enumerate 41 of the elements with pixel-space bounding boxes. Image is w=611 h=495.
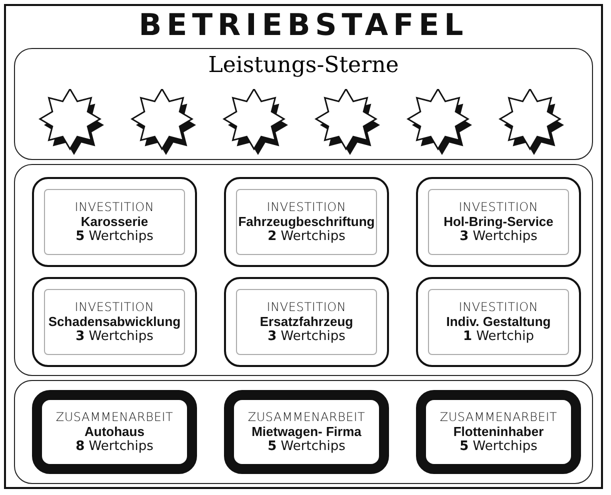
- investment-card: [32, 177, 197, 267]
- card-title: Flotteninhaber: [453, 424, 544, 439]
- investment-card: [224, 277, 389, 367]
- chip-count: 3 Wertchips: [76, 329, 154, 344]
- card-category: ZUSAMMENARBEIT: [440, 410, 558, 424]
- board-title: BETRIEBSTAFEL: [138, 8, 470, 43]
- card-title: Mietwagen- Firma: [252, 424, 362, 439]
- panel: [14, 48, 593, 160]
- chip-count: 1 Wertchip: [463, 329, 534, 344]
- chip-count: 5 Wertchips: [460, 439, 538, 454]
- card-category: INVESTITION: [266, 300, 346, 314]
- card-title: Ersatzfahrzeug: [260, 314, 354, 329]
- chip-count: 5 Wertchips: [268, 439, 346, 454]
- cooperation-card: [32, 390, 197, 474]
- card-category: ZUSAMMENARBEIT: [248, 410, 366, 424]
- card-title: Indiv. Gestaltung: [446, 314, 551, 329]
- card-category: INVESTITION: [458, 300, 538, 314]
- chip-count: 5 Wertchips: [76, 229, 154, 244]
- card-category: ZUSAMMENARBEIT: [56, 410, 174, 424]
- chip-count: 3 Wertchips: [460, 229, 538, 244]
- investment-card: [224, 177, 389, 267]
- chip-count: 2 Wertchips: [268, 229, 346, 244]
- investment-card: [416, 277, 581, 367]
- cooperation-card: [224, 390, 389, 474]
- investment-card: [416, 177, 581, 267]
- chip-count: 3 Wertchips: [268, 329, 346, 344]
- chip-count: 8 Wertchips: [76, 439, 154, 454]
- card-category: INVESTITION: [74, 200, 154, 214]
- card-title: Karosserie: [80, 214, 148, 229]
- panel-heading: Leistungs-Sterne: [207, 53, 400, 78]
- investment-card: [32, 277, 197, 367]
- card-title: Hol-Bring-Service: [444, 214, 554, 229]
- card-title: Fahrzeugbeschriftung: [238, 214, 375, 229]
- card-category: INVESTITION: [458, 200, 538, 214]
- card-title: Schadensabwicklung: [48, 314, 181, 329]
- panel: [14, 380, 593, 484]
- card-category: INVESTITION: [74, 300, 154, 314]
- card-title: Autohaus: [84, 424, 144, 439]
- panel: [14, 164, 593, 376]
- cooperation-card: [416, 390, 581, 474]
- card-category: INVESTITION: [266, 200, 346, 214]
